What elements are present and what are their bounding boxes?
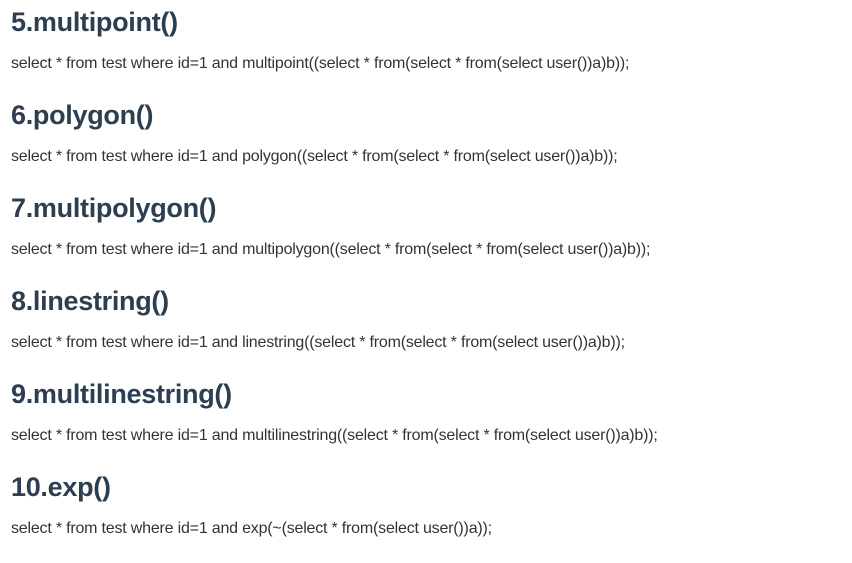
sql-example: select * from test where id=1 and exp(~(… xyxy=(11,520,492,537)
section-heading: 5.multipoint() xyxy=(11,7,178,37)
section-heading: 6.polygon() xyxy=(11,100,154,130)
section-polygon: 6.polygon() select * from test where id=… xyxy=(11,93,852,186)
sql-example: select * from test where id=1 and multip… xyxy=(11,55,630,72)
section-heading: 7.multipolygon() xyxy=(11,193,217,223)
sql-example: select * from test where id=1 and polygo… xyxy=(11,148,618,165)
section-multilinestring: 9.multilinestring() select * from test w… xyxy=(11,372,852,465)
sql-example: select * from test where id=1 and multil… xyxy=(11,427,658,444)
sql-example: select * from test where id=1 and linest… xyxy=(11,334,625,351)
section-multipoint: 5.multipoint() select * from test where … xyxy=(11,0,852,93)
section-heading: 8.linestring() xyxy=(11,286,169,316)
sql-example: select * from test where id=1 and multip… xyxy=(11,241,651,258)
section-linestring: 8.linestring() select * from test where … xyxy=(11,279,852,372)
section-multipolygon: 7.multipolygon() select * from test wher… xyxy=(11,186,852,279)
section-exp: 10.exp() select * from test where id=1 a… xyxy=(11,465,852,558)
section-heading: 9.multilinestring() xyxy=(11,379,232,409)
section-heading: 10.exp() xyxy=(11,472,111,502)
